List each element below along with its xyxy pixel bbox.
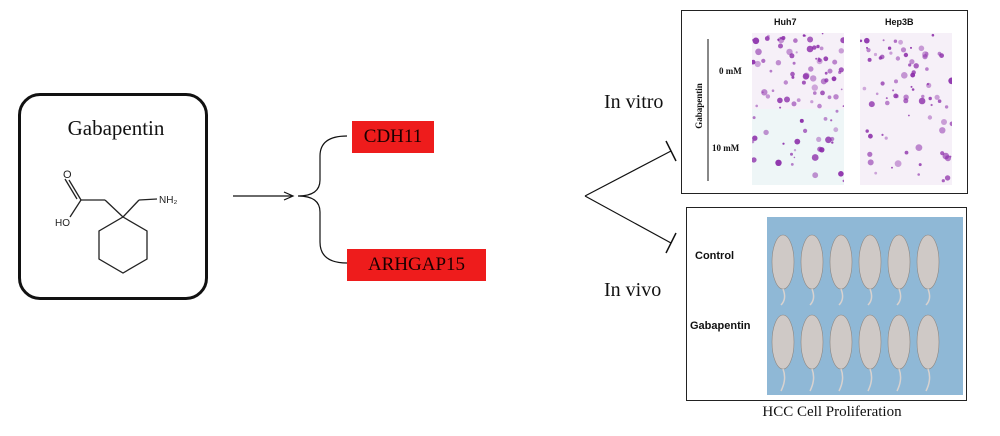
in-vitro-label: In vitro xyxy=(604,91,664,113)
in-vivo-panel: Control Gabapentin xyxy=(686,207,967,401)
acid-oxygen-label: O xyxy=(63,169,72,181)
inhibit-bar-vivo xyxy=(665,232,677,254)
dose-axis-line xyxy=(707,39,709,181)
arrow-head xyxy=(283,191,295,201)
in-vivo-label: In vivo xyxy=(604,279,662,301)
caption: HCC Cell Proliferation xyxy=(762,404,902,420)
micrograph-hep3b-10mm xyxy=(860,109,952,185)
target-arhgap15: ARHGAP15 xyxy=(347,249,486,281)
inhibit-line-vitro xyxy=(584,150,672,197)
column-label-huh7: Huh7 xyxy=(774,17,797,27)
gabapentin-structure: O HO NH₂ xyxy=(55,169,177,274)
gabapentin-title: Gabapentin xyxy=(67,116,165,140)
row-label-10mm: 10 mM xyxy=(712,143,740,153)
inhibit-bar-vitro xyxy=(665,140,677,162)
row-label-0mm: 0 mM xyxy=(719,66,742,76)
amine-label: NH₂ xyxy=(159,195,177,206)
target-cdh11: CDH11 xyxy=(352,121,434,153)
hydroxyl-label: HO xyxy=(55,218,70,229)
in-vitro-panel: Huh7 Hep3B 0 mM 10 mM Gabapentin xyxy=(681,10,968,194)
group-label-gabapentin: Gabapentin xyxy=(690,320,751,332)
micrograph-hep3b-0mm xyxy=(860,33,952,109)
micrograph-huh7-10mm xyxy=(752,109,844,185)
curly-brace xyxy=(297,135,348,264)
group-label-control: Control xyxy=(695,250,735,262)
inhibit-line-vivo xyxy=(584,195,672,244)
mice-photo xyxy=(767,217,963,395)
gabapentin-box: Gabapentin O HO NH₂ xyxy=(18,93,208,300)
micrograph-huh7-0mm xyxy=(752,33,844,109)
column-label-hep3b: Hep3B xyxy=(885,17,914,27)
